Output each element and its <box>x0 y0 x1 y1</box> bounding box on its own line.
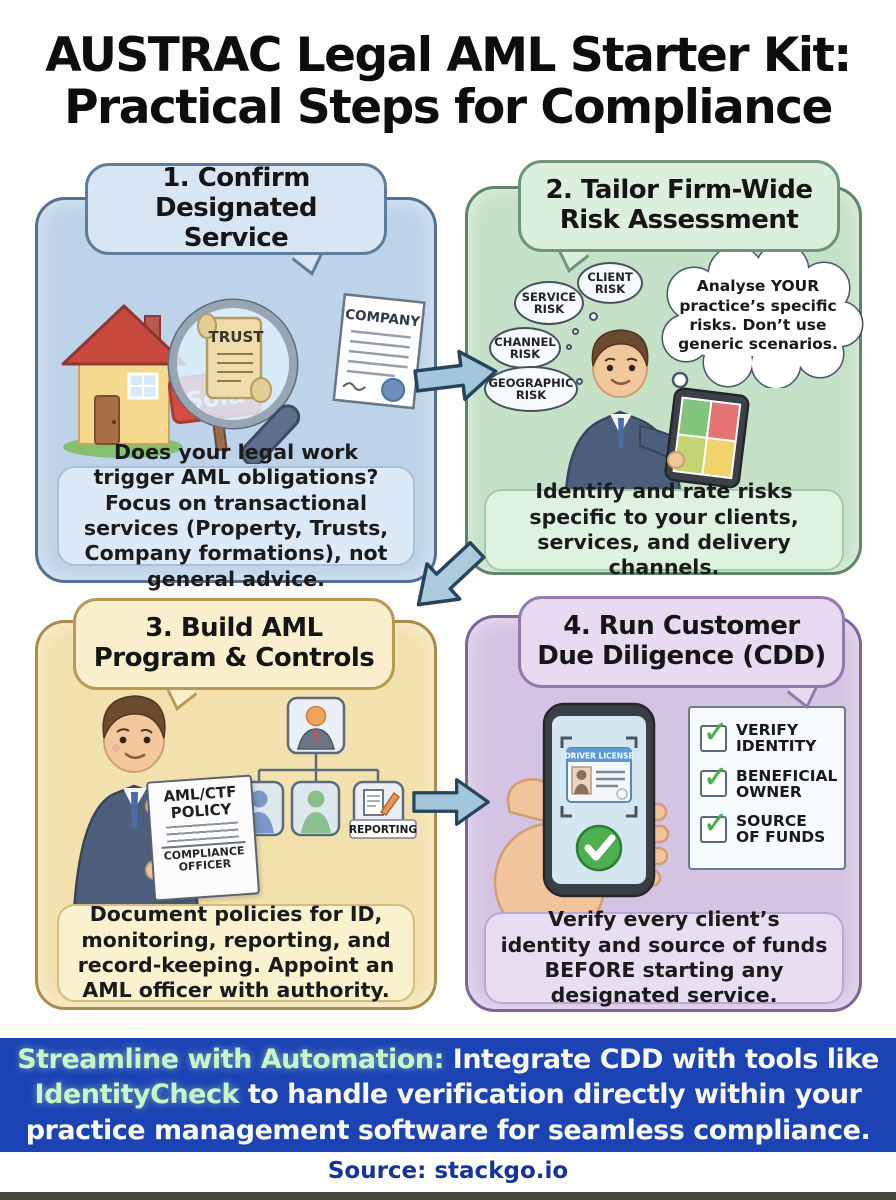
flow-arrow-1-icon <box>413 349 498 401</box>
scan-frame-icon <box>560 736 638 818</box>
panel2-body-text: Identify and rate risks specific to your… <box>529 479 799 580</box>
trust-scroll-label: TRUST <box>209 328 265 346</box>
risk-bubble-channel: CHANNEL RISK <box>489 327 561 369</box>
thought-cloud-label: Analyse YOUR practice’s specific risks. … <box>678 277 838 354</box>
person-suit <box>564 410 692 492</box>
panel1-body-textbox: Does your legal work trigger AML obligat… <box>57 440 415 591</box>
risk-bubble-service: SERVICE RISK <box>514 281 584 325</box>
panel1-body-text: Does your legal work trigger AML obligat… <box>83 439 389 591</box>
panel1-header-bubble: 1. Confirm Designated Service <box>85 163 387 255</box>
thought-dot <box>671 371 689 388</box>
banner-text: Streamline with Automation: Integrate CD… <box>17 1042 879 1149</box>
risk-bubble-geographic: GEOGRAPHIC RISK <box>484 366 578 412</box>
panel2-person-illustration <box>564 329 750 492</box>
banner-mid-text: Integrate CDD with tools like <box>443 1043 880 1075</box>
thought-dot <box>572 328 579 335</box>
panel3-body-text: Document policies for ID, monitoring, re… <box>77 902 395 1003</box>
panel3-header-label: 3. Build AML Program & Controls <box>93 613 375 673</box>
flow-arrow-3-icon <box>412 778 490 826</box>
automation-banner: Streamline with Automation: Integrate CD… <box>0 1038 896 1152</box>
reporting-label: REPORTING <box>349 824 417 836</box>
risk-bubble-channel-label: CHANNEL RISK <box>494 334 556 361</box>
company-document-icon: COMPANY <box>332 292 426 410</box>
checkmark-icon: ✓ <box>703 714 729 750</box>
org-chart-lines <box>257 753 380 782</box>
driver-license-card: DRIVER LICENSE <box>564 747 634 803</box>
policy-document: AML/CTF POLICY COMPLIANCE OFFICER <box>145 774 261 902</box>
panel1-illustration: Sold TRUST COMPANY <box>61 292 426 464</box>
risk-bubble-geographic-label: GEOGRAPHIC RISK <box>488 375 574 402</box>
banner-highlight-1: Streamline with Automation: <box>17 1043 444 1075</box>
risk-bubble-client-label: CLIENT RISK <box>587 269 633 296</box>
panel3-body-textbox: Document policies for ID, monitoring, re… <box>57 902 415 1003</box>
house-icon <box>61 304 187 445</box>
checklist-item-label: VERIFY IDENTITY <box>736 721 817 756</box>
risk-bubble-service-label: SERVICE RISK <box>521 289 577 316</box>
panel4-body-textbox: Verify every client’s identity and sourc… <box>484 907 844 1007</box>
thought-cloud-icon <box>661 246 864 388</box>
thought-cloud-text: Analyse YOUR practice’s specific risks. … <box>672 266 844 366</box>
panel2-header-label: 2. Tailor Firm-Wide Risk Assessment <box>545 175 813 235</box>
checklist-item-source-of-funds: ✓ SOURCE OF FUNDS <box>700 806 834 847</box>
org-chart: REPORTING <box>234 696 417 839</box>
panel2-body-textbox: Identify and rate risks specific to your… <box>484 479 844 579</box>
bottom-edge-strip <box>0 1192 896 1200</box>
page-title-line2: Practical Steps for Compliance <box>64 79 833 135</box>
checkbox-icon: ✓ <box>700 760 728 798</box>
panel3-header-bubble: 3. Build AML Program & Controls <box>73 598 395 690</box>
panel1-header-label: 1. Confirm Designated Service <box>155 163 317 253</box>
page-title-line1: AUSTRAC Legal AML Starter Kit: <box>45 28 852 83</box>
org-chart-member-green <box>290 780 341 837</box>
cdd-checklist: ✓ VERIFY IDENTITY ✓ BENEFICIAL OWNER ✓ S… <box>688 706 846 870</box>
checkmark-icon: ✓ <box>703 805 729 841</box>
panel4-body-text: Verify every client’s identity and sourc… <box>500 907 828 1008</box>
phone-icon: DRIVER LICENSE <box>542 702 656 898</box>
thought-dot <box>566 344 572 350</box>
page-title: AUSTRAC Legal AML Starter Kit: Practical… <box>0 30 896 133</box>
tablet-icon <box>664 387 750 489</box>
banner-rest-text: to handle verification directly within y… <box>25 1079 871 1146</box>
checklist-item-label: SOURCE OF FUNDS <box>736 812 826 847</box>
banner-highlight-2: IdentityCheck <box>34 1079 240 1111</box>
magnifier-icon: TRUST <box>167 298 301 464</box>
panel2-header-bubble: 2. Tailor Firm-Wide Risk Assessment <box>518 160 840 252</box>
company-document-label: COMPANY <box>344 307 420 331</box>
panel4-header-label: 4. Run Customer Due Diligence (CDD) <box>537 611 826 671</box>
person-head <box>102 695 166 773</box>
checklist-item-verify-identity: ✓ VERIFY IDENTITY <box>700 715 834 756</box>
panel4-header-bubble: 4. Run Customer Due Diligence (CDD) <box>518 596 845 688</box>
policy-text-lines <box>166 821 240 843</box>
driver-license-label: DRIVER LICENSE <box>564 752 633 761</box>
checkbox-icon: ✓ <box>700 806 728 843</box>
thought-dot <box>576 378 583 385</box>
person-head <box>591 329 649 398</box>
check-circle-icon <box>575 824 623 872</box>
thought-dot <box>589 312 598 321</box>
checklist-item-label: BENEFICIAL OWNER <box>736 766 838 801</box>
org-chart-top-avatar <box>286 696 346 755</box>
checkbox-icon: ✓ <box>700 715 728 752</box>
source-text: Source: stackgo.io <box>327 1158 569 1184</box>
checkmark-icon: ✓ <box>703 760 729 796</box>
risk-bubble-client: CLIENT RISK <box>577 262 643 304</box>
trust-scroll-icon: TRUST <box>197 313 272 403</box>
org-chart-reporting-node: REPORTING <box>349 780 417 839</box>
person-hand <box>667 451 685 469</box>
flow-arrow-2-icon <box>416 540 486 607</box>
reporting-icon <box>363 789 401 816</box>
source-credit: Source: stackgo.io <box>0 1150 896 1192</box>
checklist-item-beneficial-owner: ✓ BENEFICIAL OWNER <box>700 760 838 801</box>
panel4-phone-illustration: DRIVER LICENSE <box>493 702 670 920</box>
